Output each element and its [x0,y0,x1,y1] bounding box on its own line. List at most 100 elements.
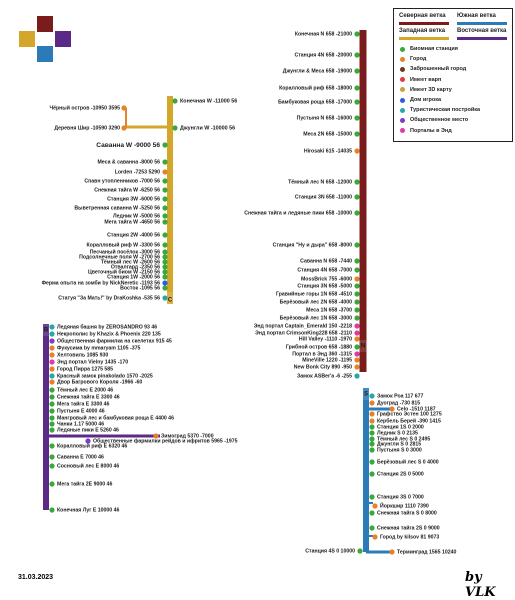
station-dot [354,357,360,363]
legend-item-label: Имеет варп [410,76,442,83]
station-label: Мега тайга W -4650 56 [104,218,160,225]
station-label: Тёмный лес E 2000 46 [57,386,113,393]
station-label: Замок Роа 117 677 [377,393,424,399]
station-label: Зимоград 5370 -7000 [161,433,214,439]
station-label: Спавн утопленников -7000 56 [84,178,160,184]
station-label: Джунгли W -10000 56 [180,125,235,131]
station-label: Песчаный посёлок -3000 56 [90,248,160,255]
station-dot [49,427,55,433]
station-label: Тёмный лес W -2600 56 [101,258,160,265]
logo-square-east [55,31,71,47]
station-label: Станция "Ну и дыра" 658 -8000 [273,242,352,248]
station-label: Пустыня N 658 -16000 [297,115,352,121]
station-dot [49,331,55,337]
station-label: MossBrick 755 -6000 [301,276,352,282]
station-label: Меса & саванна -8000 56 [97,159,160,165]
legend-east-bar [457,37,507,40]
station-label: Станция 3S 0 7000 [377,494,424,500]
station-label: Статуя "За Мать!" by DraKoshka -535 56 [58,295,160,301]
station-dot [162,178,168,184]
station-label: Замок ASBer'a -6 -255 [297,373,352,379]
station-label: Кербель Берей -390 1415 [377,417,441,424]
station-label: Пустыня S 0 3000 [377,447,422,453]
station-dot [49,401,55,407]
station-dot [162,232,168,238]
legend-item: Порталы в Энд [400,128,452,134]
station-dot [162,196,168,202]
legend-dot-icon [400,107,405,113]
legend-dot-icon [400,97,405,103]
station-dot [162,142,168,148]
station-dot [354,323,360,329]
station-label: Энд портал CrimsonKing228 658 -2110 [255,330,352,336]
legend-west-label: Западная ветка [399,28,446,34]
station-dot [49,481,55,487]
station-label: Станция 3N 658 -5000 [297,283,352,289]
station-label: Станция 3N 658 -11000 [295,194,352,200]
station-label: Ледяные пики E 5260 46 [57,427,119,433]
west-end-marker [166,292,174,304]
station-dot [49,415,55,421]
station-label: Снежная тайга W -6250 56 [94,186,160,193]
station-dot [49,443,55,449]
station-dot [162,280,168,286]
station-label: Мангровый лес и бамбуковая роща E 4400 4… [57,414,174,421]
footer-date: 31.03.2023 [18,574,54,581]
station-dot [49,338,55,344]
legend-south-bar [457,22,507,25]
station-dot [162,205,168,211]
station-dot [49,454,55,460]
station-dot [369,510,375,516]
legend-south-label: Южная ветка [457,13,496,19]
station-dot [369,441,375,447]
station-dot [369,494,375,500]
station-label: Ледник S 0 2135 [377,430,418,436]
legend-item-label: Дом игрока [410,97,442,103]
station-dot [369,418,375,424]
station-dot [162,259,168,265]
station-dot [354,307,360,313]
station-label: Станция 4S 0 10000 [305,548,355,554]
station-label: Снежная тайга и ледяные пики 658 -10000 [244,209,352,216]
station-dot [354,179,360,185]
station-dot [49,421,55,427]
station-dot [162,249,168,255]
south-start-marker [362,388,370,400]
logo-square-north [37,16,53,32]
station-dot [162,242,168,248]
legend-dot-icon [400,128,405,134]
station-label: Станция 3W -6000 56 [107,196,160,202]
station-dot [162,159,168,165]
station-dot [153,433,159,439]
station-label: Красный замок pinakolado 1570 -2025 [57,372,153,379]
logo-square-west [19,31,35,47]
station-label: Коралловый риф W -3300 56 [87,241,161,248]
station-dot [49,379,55,385]
station-dot [369,430,375,436]
station-label: Чёрный остров -10950 3595 [49,104,120,111]
station-dot [354,31,360,37]
station-label: N [361,344,365,350]
legend-item: Имеет 3D карту [400,87,452,93]
station-dot [354,283,360,289]
station-dot [49,507,55,513]
station-dot [172,98,178,104]
station-dot [354,242,360,248]
station-label: Графство Эстен 100 1275 [377,410,442,417]
station-label: Берёзовый лес S 0 4000 [377,458,439,465]
station-dot [354,344,360,350]
station-dot [162,269,168,275]
station-label: Цветочный биом W -2150 56 [88,268,160,275]
station-label: Деревня Шир -10590 3290 [54,125,120,131]
station-label: S [364,392,368,398]
station-label: Сосновый лес E 8000 46 [57,462,119,469]
station-dot [369,400,375,406]
legend-item-label: Заброшенный город [410,66,467,73]
station-dot [369,393,375,399]
station-dot [354,115,360,121]
station-dot [354,148,360,154]
station-dot [172,125,178,131]
station-dot [369,459,375,465]
station-dot [49,463,55,469]
